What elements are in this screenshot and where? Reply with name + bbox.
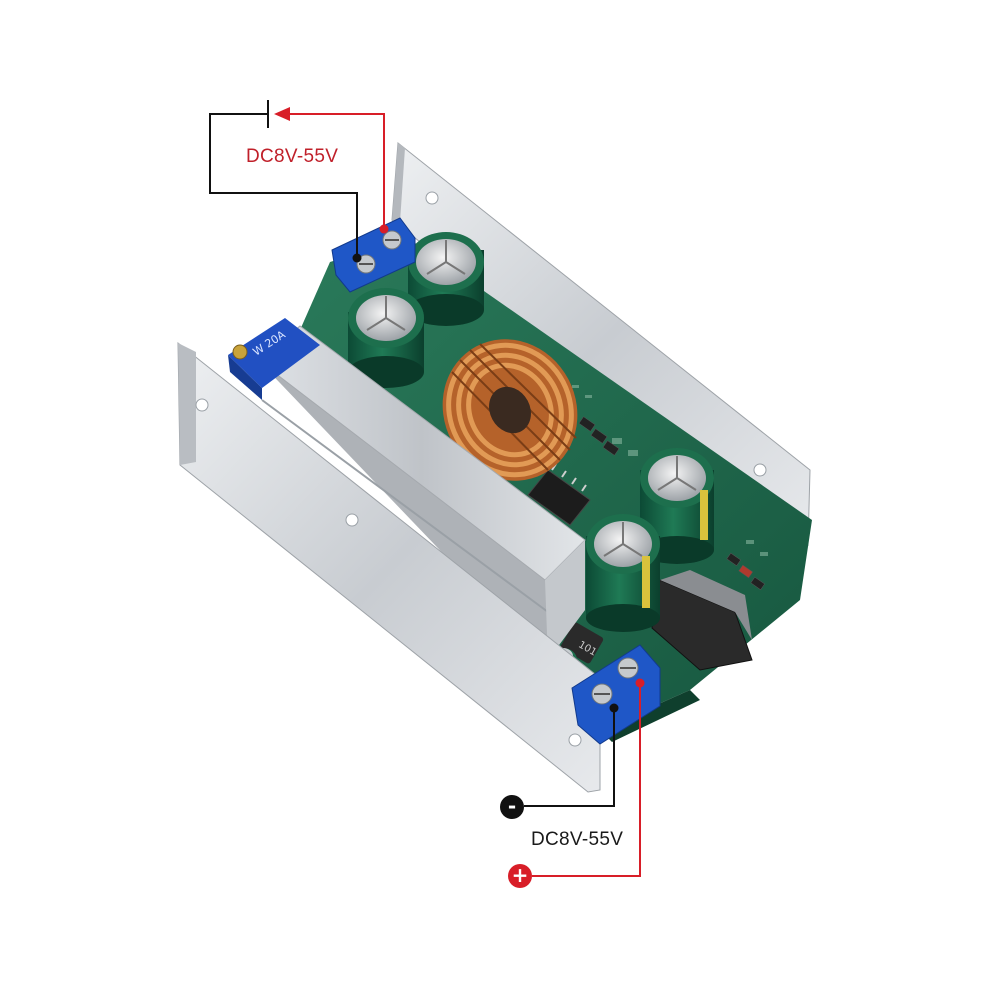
- input-positive-wire: [288, 113, 385, 229]
- toroidal-inductor: [442, 339, 578, 481]
- capacitor-output-2: [586, 514, 660, 632]
- negative-terminal-icon: -: [500, 795, 524, 819]
- output-positive-wire: [532, 683, 641, 877]
- positive-terminal-icon: +: [508, 864, 532, 888]
- capacitor-input-1: [408, 232, 484, 326]
- input-wiring: [209, 100, 389, 263]
- enclosure-back-wall: [391, 142, 811, 547]
- input-terminal-block: [331, 217, 416, 293]
- output-wiring: [524, 678, 645, 877]
- smd-components: [578, 416, 765, 591]
- capacitor-input-2: [348, 288, 424, 388]
- enclosure-front-wall: [177, 341, 601, 793]
- input-negative-wire: [209, 113, 358, 258]
- input-arrow-icon: [274, 107, 290, 121]
- output-terminal-block: [571, 644, 661, 745]
- input-voltage-label: DC8V-55V: [246, 146, 339, 167]
- output-voltage-label: DC8V-55V: [531, 829, 624, 850]
- trimmer-potentiometer: W 20A: [228, 318, 320, 400]
- ic-chip: [527, 463, 591, 526]
- output-negative-wire: [524, 708, 615, 807]
